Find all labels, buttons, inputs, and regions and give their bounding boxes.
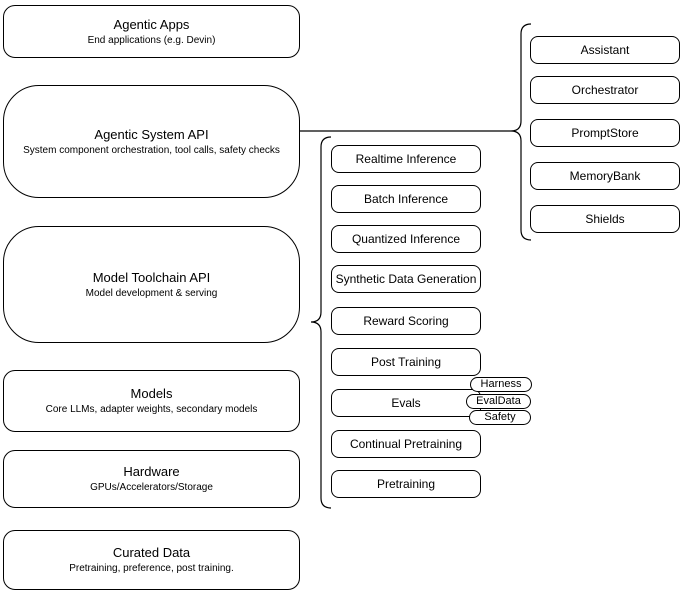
tag-label: EvalData (476, 395, 521, 407)
node-realtime-inference: Realtime Inference (331, 145, 481, 173)
node-pretraining: Pretraining (331, 470, 481, 498)
node-curated-data: Curated Data Pretraining, preference, po… (3, 530, 300, 590)
node-label: Assistant (580, 43, 630, 57)
node-subtitle: Model development & serving (85, 287, 218, 299)
system-components-brace (510, 23, 532, 241)
node-subtitle: End applications (e.g. Devin) (87, 34, 216, 46)
node-batch-inference: Batch Inference (331, 185, 481, 213)
node-title: Models (130, 386, 173, 401)
node-label: Batch Inference (363, 192, 449, 206)
node-label: Continual Pretraining (349, 437, 463, 451)
node-agentic-apps: Agentic Apps End applications (e.g. Devi… (3, 5, 300, 58)
node-hardware: Hardware GPUs/Accelerators/Storage (3, 450, 300, 508)
node-subtitle: Core LLMs, adapter weights, secondary mo… (45, 404, 258, 415)
node-subtitle: System component orchestration, tool cal… (23, 144, 280, 156)
node-title: Agentic Apps (113, 16, 190, 32)
node-reward-scoring: Reward Scoring (331, 307, 481, 335)
node-shields: Shields (530, 205, 680, 233)
node-agentic-system-api: Agentic System API System component orch… (3, 85, 300, 198)
node-label: Orchestrator (571, 83, 639, 97)
tag-evaldata: EvalData (466, 394, 531, 409)
toolchain-brace (310, 136, 332, 509)
node-subtitle: Pretraining, preference, post training. (69, 563, 234, 574)
node-title: Agentic System API (94, 126, 209, 142)
node-models: Models Core LLMs, adapter weights, secon… (3, 370, 300, 432)
tag-label: Safety (484, 411, 516, 423)
node-label: Reward Scoring (363, 314, 449, 328)
node-label: Post Training (370, 355, 442, 369)
tag-safety: Safety (469, 410, 531, 425)
node-synthetic-data-generation: Synthetic Data Generation (331, 265, 481, 293)
node-label: Quantized Inference (351, 232, 461, 246)
tag-harness: Harness (470, 377, 532, 392)
node-title: Hardware (123, 464, 180, 479)
node-memorybank: MemoryBank (530, 162, 680, 190)
node-label: Realtime Inference (355, 152, 457, 166)
node-label: Shields (585, 212, 625, 226)
tag-label: Harness (480, 378, 522, 390)
node-title: Model Toolchain API (92, 269, 211, 285)
node-promptstore: PromptStore (530, 119, 680, 147)
node-subtitle: GPUs/Accelerators/Storage (90, 482, 213, 493)
node-label: Pretraining (376, 477, 436, 491)
node-post-training: Post Training (331, 348, 481, 376)
node-label: Synthetic Data Generation (335, 272, 477, 286)
node-model-toolchain-api: Model Toolchain API Model development & … (3, 226, 300, 343)
node-label: Evals (391, 396, 421, 410)
node-label: PromptStore (571, 126, 639, 140)
node-evals: Evals (331, 389, 481, 417)
node-title: Curated Data (112, 545, 191, 560)
node-orchestrator: Orchestrator (530, 76, 680, 104)
node-continual-pretraining: Continual Pretraining (331, 430, 481, 458)
node-assistant: Assistant (530, 36, 680, 64)
node-quantized-inference: Quantized Inference (331, 225, 481, 253)
node-label: MemoryBank (569, 169, 641, 183)
